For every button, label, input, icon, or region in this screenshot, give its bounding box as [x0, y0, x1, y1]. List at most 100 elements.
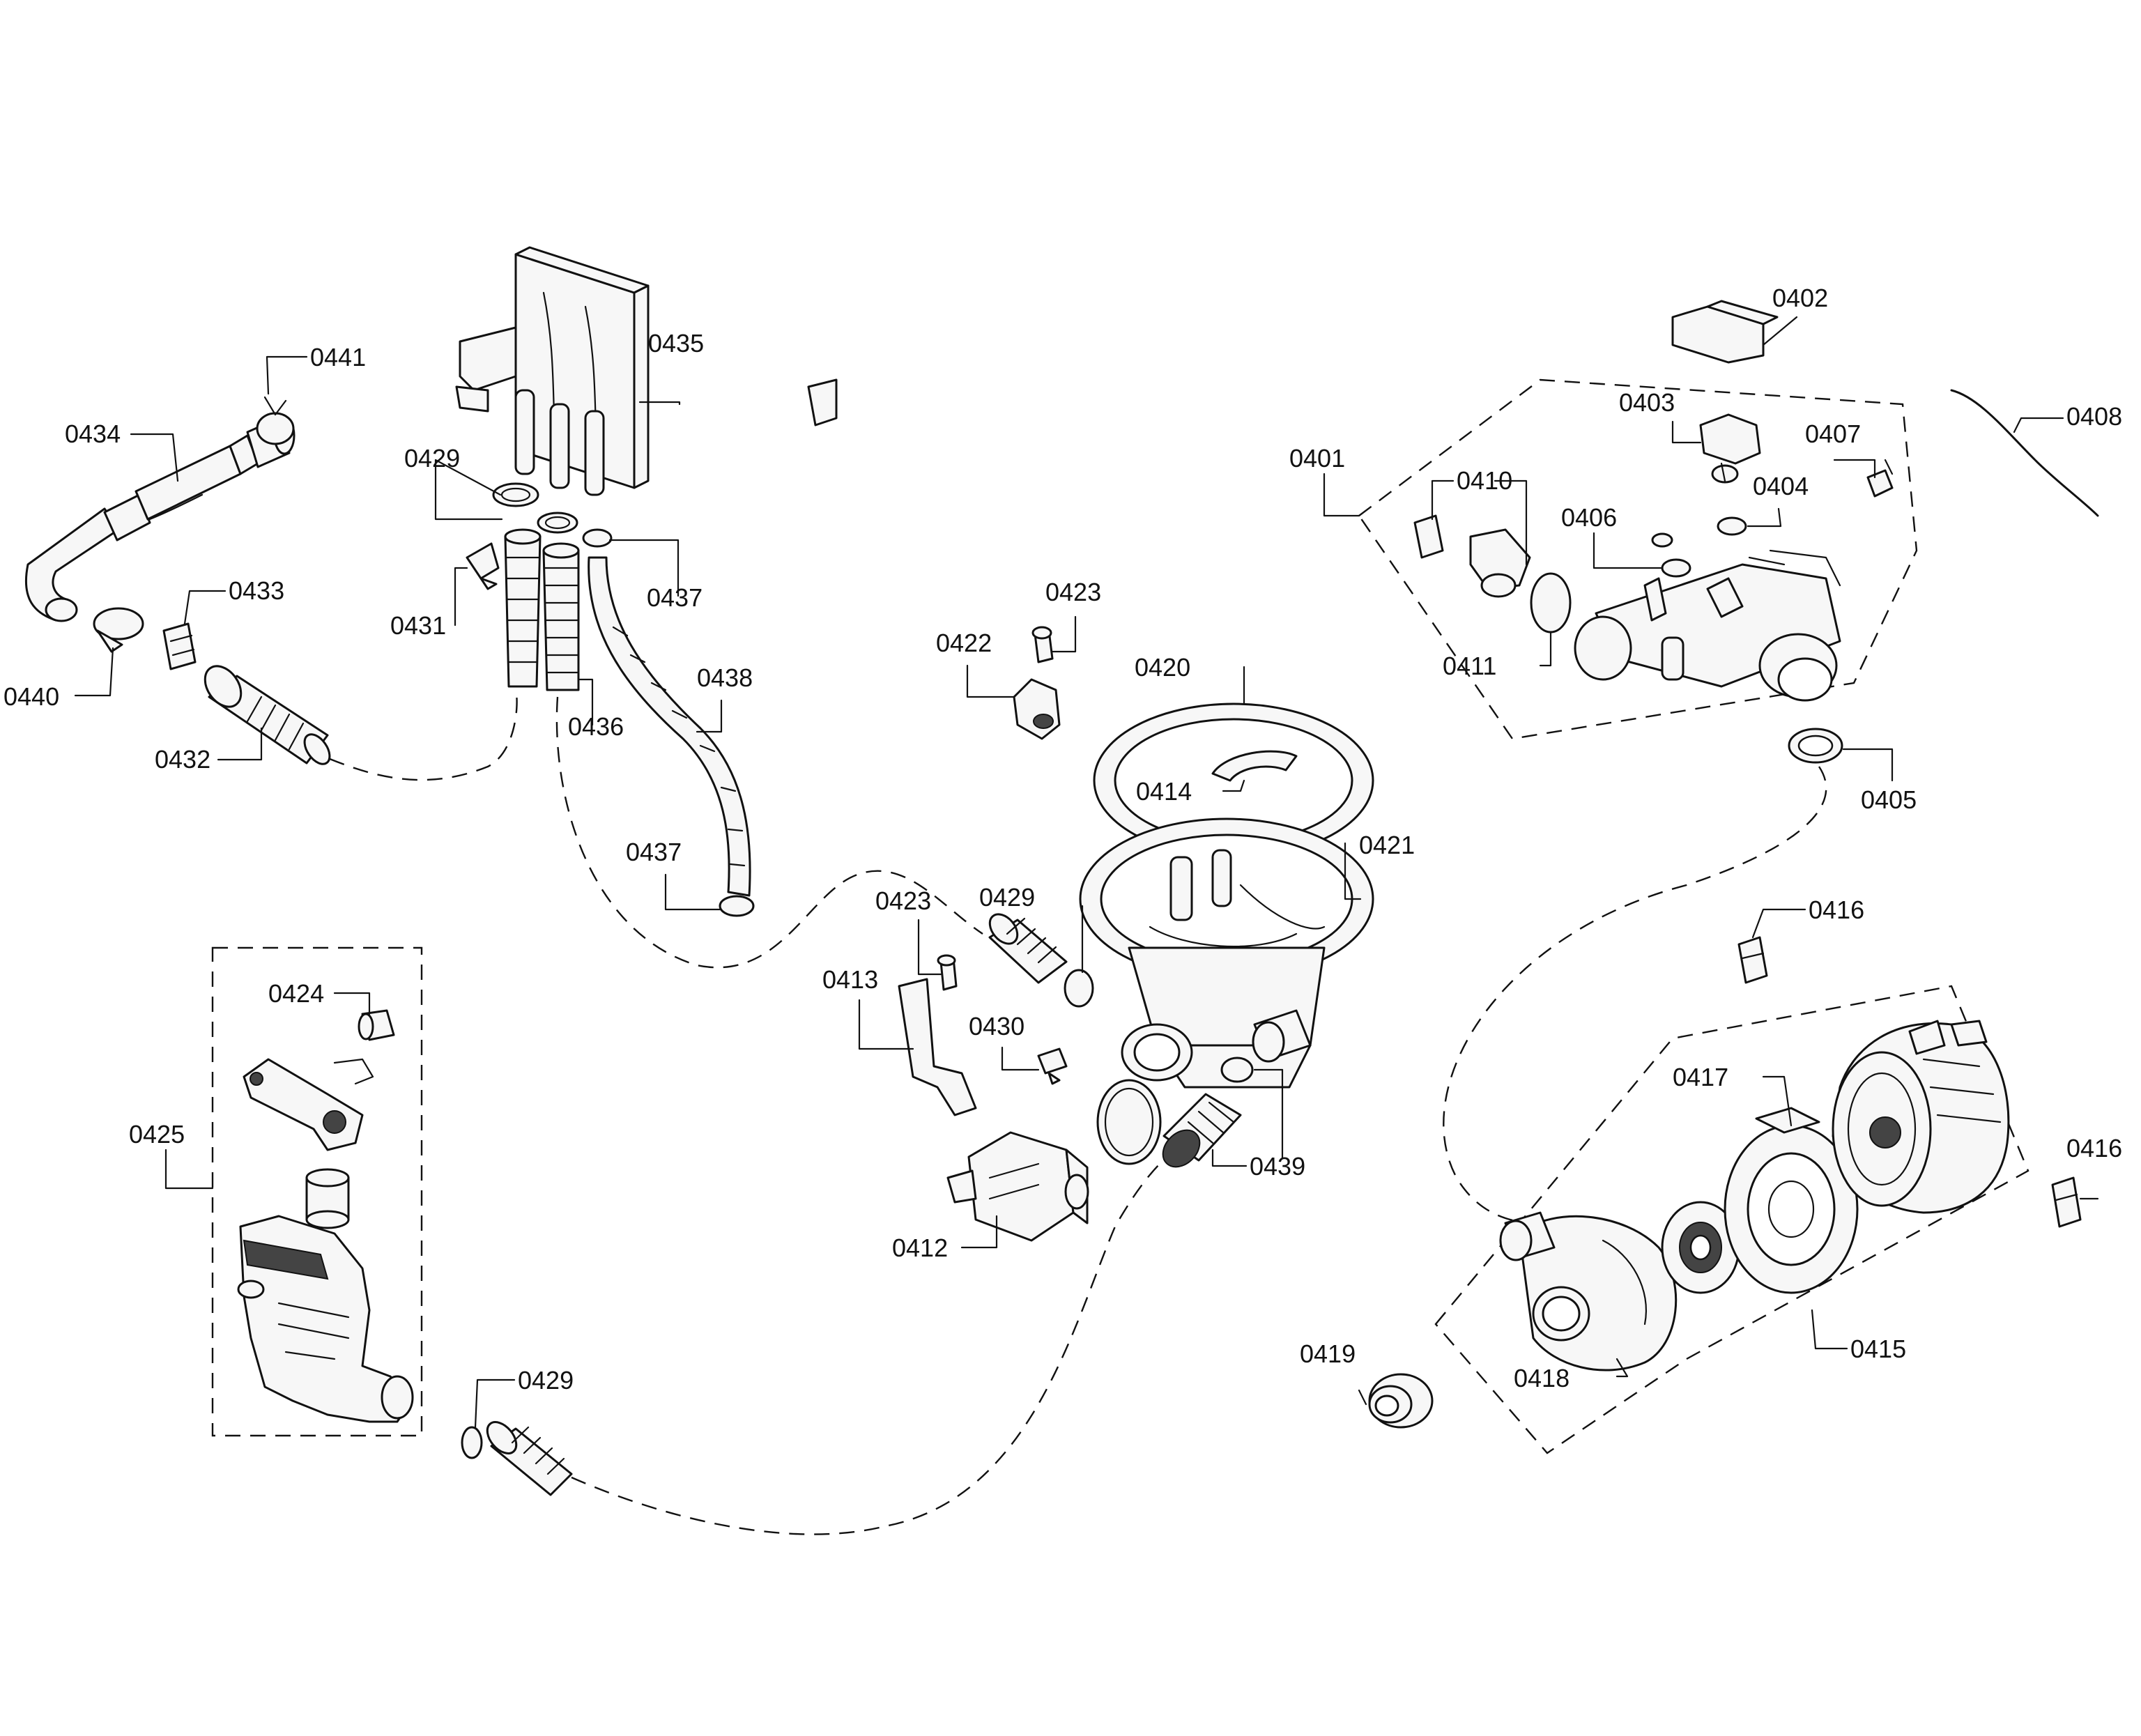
label-0412: 0412 — [892, 1234, 948, 1262]
label-0419: 0419 — [1300, 1339, 1356, 1368]
label-0416-top: 0416 — [1809, 896, 1864, 924]
part-0408-wire — [1950, 389, 2099, 517]
part-0438-tube — [588, 556, 751, 897]
part-ring-sump-outlet-inner — [1104, 1087, 1154, 1157]
label-0403: 0403 — [1619, 388, 1675, 417]
part-0411-ring — [1530, 572, 1572, 633]
part-0405-clamp — [1788, 728, 1843, 764]
part-0429-ring-top-inner — [500, 487, 531, 502]
part-0429-ring-top — [492, 482, 539, 507]
part-0440-clamp — [93, 607, 144, 653]
part-0401-valve-body — [1574, 549, 1841, 702]
label-0429-middle: 0429 — [979, 883, 1035, 912]
part-ring-sump-outlet — [1096, 1079, 1162, 1165]
label-0423-top: 0423 — [1045, 578, 1101, 606]
label-0416-right: 0416 — [2066, 1134, 2122, 1162]
part-0406-ring-a — [1651, 532, 1673, 548]
label-0437-bottom: 0437 — [626, 838, 682, 866]
part-0429-ring-second-inner — [544, 516, 571, 530]
routing-line-sump — [555, 696, 983, 969]
part-0416-clip-top — [1737, 936, 1768, 984]
part-0406-ring-b — [1661, 558, 1691, 578]
assembly-boundary-0415 — [1434, 985, 2029, 1454]
label-0439: 0439 — [1250, 1152, 1305, 1181]
part-0420-filter-ring — [1093, 702, 1374, 859]
part-0413-bracket — [898, 978, 977, 1116]
part-0402-cover — [1671, 300, 1779, 364]
part-0423-screw-top — [1031, 626, 1054, 663]
part-0418-pump-housing — [1499, 1211, 1678, 1372]
part-0424-cap — [358, 1009, 395, 1041]
part-0433-clip — [162, 622, 197, 670]
part-0430-clip — [1037, 1047, 1068, 1085]
routing-line-pump — [1443, 766, 1827, 1224]
label-0436: 0436 — [568, 712, 624, 741]
part-0437-clamp-bottom — [719, 895, 755, 917]
part-0435-vent — [455, 246, 838, 496]
part-0419-grommet — [1368, 1373, 1434, 1429]
part-0439-ring — [1220, 1057, 1254, 1083]
part-0404-ring — [1717, 516, 1747, 536]
routing-line-bottom — [571, 1142, 1185, 1535]
label-0404: 0404 — [1753, 472, 1809, 500]
leader-lines — [74, 316, 2099, 1429]
part-0416-clip-right — [2051, 1176, 2082, 1228]
label-0434: 0434 — [65, 420, 121, 448]
part-0410-sensor — [1413, 514, 1531, 598]
label-0405: 0405 — [1861, 785, 1917, 814]
label-0402: 0402 — [1772, 284, 1828, 312]
part-0423-screw-middle — [937, 954, 958, 991]
part-0407-clip — [1866, 459, 1894, 498]
label-0401: 0401 — [1289, 444, 1345, 473]
label-0415: 0415 — [1850, 1335, 1906, 1363]
label-0406: 0406 — [1561, 503, 1617, 532]
part-0436-hose-right — [542, 542, 580, 691]
label-0435: 0435 — [648, 329, 704, 358]
label-0414: 0414 — [1136, 777, 1192, 806]
label-0418: 0418 — [1514, 1364, 1570, 1392]
assembly-boundary-0401 — [1358, 378, 1918, 740]
part-0425-lever — [243, 1058, 374, 1151]
part-0429-hose-bottom — [486, 1421, 573, 1496]
label-0431: 0431 — [390, 611, 446, 640]
part-0421-sump — [1079, 817, 1374, 1089]
part-0415-motor — [1832, 1020, 2010, 1214]
part-0425-cylinder — [305, 1168, 350, 1229]
part-0412-valve — [946, 1131, 1089, 1242]
part-0429-ring-middle — [1064, 969, 1094, 1008]
part-0415-impeller — [1661, 1201, 1740, 1294]
label-0424: 0424 — [268, 979, 324, 1008]
part-0432-fitting — [204, 665, 331, 765]
label-0407: 0407 — [1805, 420, 1861, 448]
label-0408: 0408 — [2066, 402, 2122, 431]
part-0422-bracket — [1013, 678, 1061, 740]
label-0430: 0430 — [969, 1012, 1025, 1040]
part-0414-clip — [1211, 750, 1298, 782]
label-0438: 0438 — [697, 663, 753, 692]
label-0429-top: 0429 — [404, 444, 460, 473]
label-0429-bottom: 0429 — [518, 1366, 574, 1395]
part-0429-hose-middle — [988, 913, 1068, 984]
label-0422: 0422 — [936, 629, 992, 657]
label-0437-top: 0437 — [647, 583, 703, 612]
routing-line-drain — [306, 689, 518, 781]
label-0423-middle: 0423 — [875, 886, 931, 915]
part-0417-seal-plate — [1724, 1107, 1859, 1294]
label-0413: 0413 — [822, 965, 878, 994]
label-0421: 0421 — [1359, 831, 1415, 859]
part-0403-sensor — [1699, 413, 1761, 484]
label-0420: 0420 — [1135, 653, 1190, 682]
label-0432: 0432 — [155, 745, 210, 774]
part-0431-clip — [466, 542, 500, 590]
label-0441: 0441 — [310, 343, 366, 371]
part-0429-ring-bottom — [461, 1426, 483, 1459]
assembly-boundary-0425 — [211, 946, 423, 1437]
part-0441-clamp — [256, 396, 295, 445]
part-0436-hose-left — [504, 528, 542, 688]
part-0437-clamp-top — [582, 528, 613, 548]
part-0429-ring-second — [537, 512, 578, 534]
label-0410: 0410 — [1457, 466, 1512, 495]
label-0433: 0433 — [229, 576, 284, 605]
part-0439-hose — [1162, 1093, 1242, 1168]
